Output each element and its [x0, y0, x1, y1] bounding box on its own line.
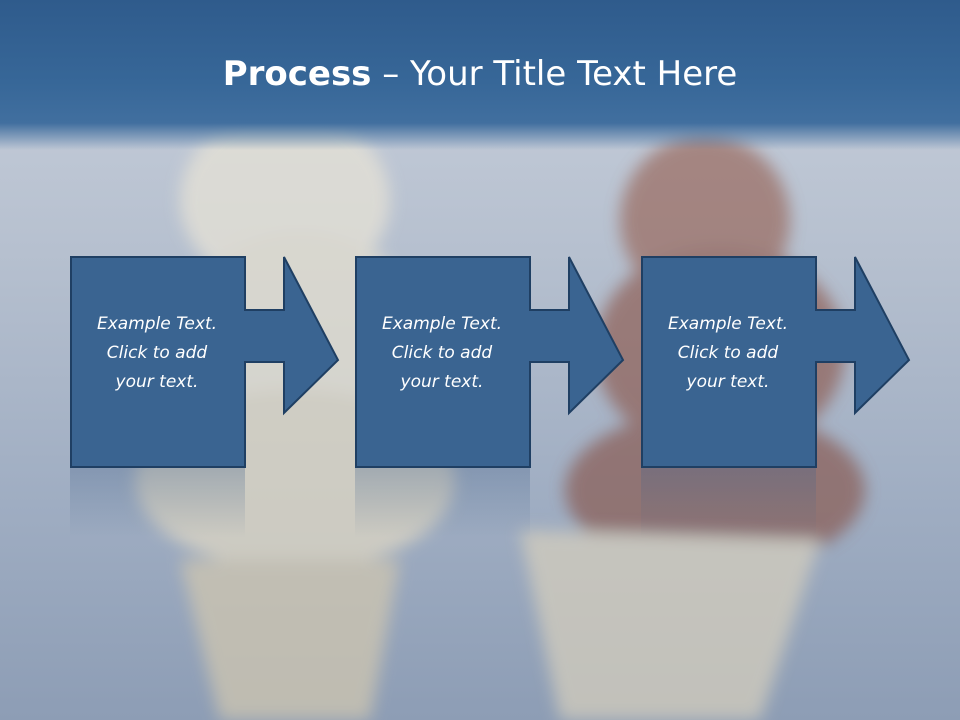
step-1-reflection [70, 468, 245, 538]
step-2-arrow-shape [355, 256, 625, 468]
title-rest-text: – Your Title Text Here [371, 54, 738, 94]
step-3-reflection [641, 468, 816, 538]
title-bold-text: Process [222, 54, 372, 94]
step-1-arrow-shape [70, 256, 340, 468]
step-3-text[interactable]: Example Text. Click to add your text. [667, 314, 789, 392]
step-2-reflection [355, 468, 530, 538]
step-3-arrow-shape [641, 256, 911, 468]
slide-title[interactable]: Process – Your Title Text Here [0, 52, 960, 96]
process-step-1[interactable]: Example Text. Click to add your text. [70, 256, 342, 468]
title-bar [0, 0, 960, 150]
process-step-2[interactable]: Example Text. Click to add your text. [355, 256, 627, 468]
step-2-text[interactable]: Example Text. Click to add your text. [381, 314, 503, 392]
process-step-3[interactable]: Example Text. Click to add your text. [641, 256, 913, 468]
step-1-text[interactable]: Example Text. Click to add your text. [96, 314, 218, 392]
